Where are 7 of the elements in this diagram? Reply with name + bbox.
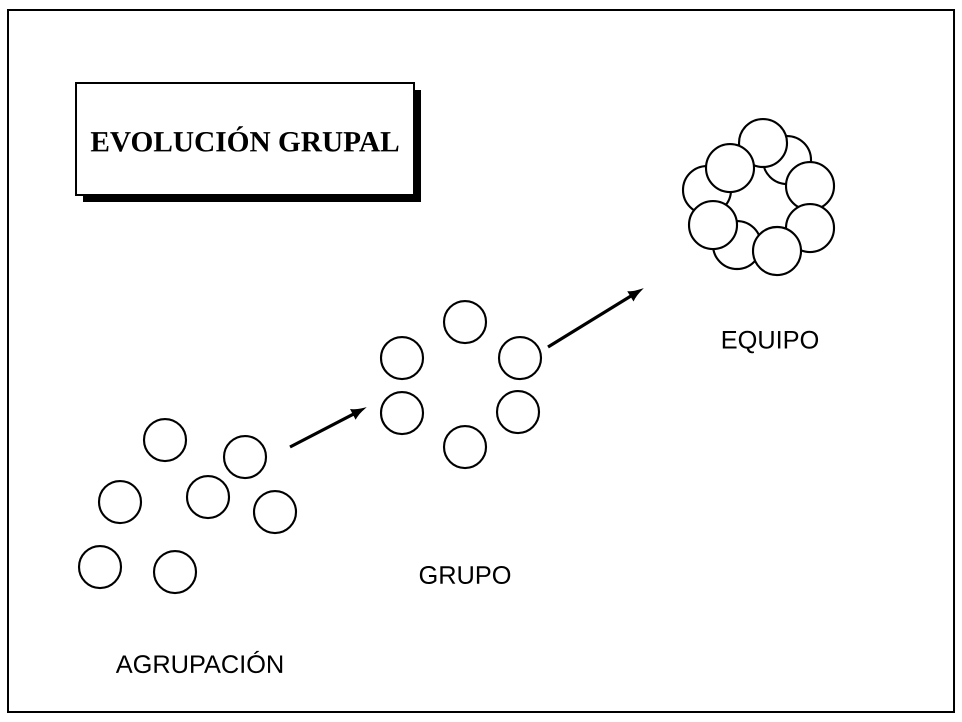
circle-cluster-drawing	[78, 418, 298, 594]
group-label: GRUPO	[420, 566, 510, 584]
group-label: AGRUPACIÓN	[116, 650, 282, 674]
circle-cluster-drawing	[380, 300, 542, 470]
group-label: EQUIPO	[722, 330, 818, 354]
circle-cluster-drawing	[682, 118, 836, 276]
title-box: EVOLUCIÓN GRUPAL	[75, 82, 421, 202]
